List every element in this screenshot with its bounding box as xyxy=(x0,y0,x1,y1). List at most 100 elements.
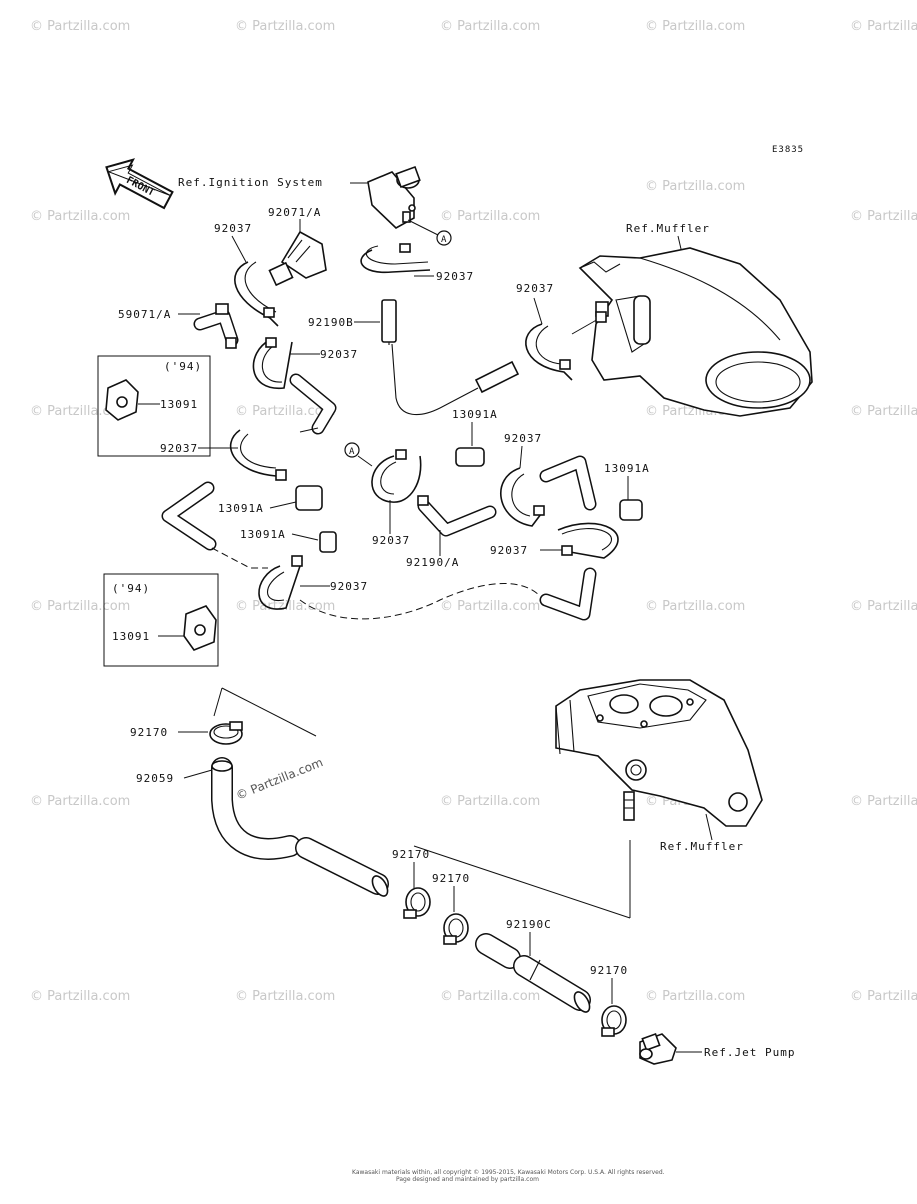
clip-icon xyxy=(319,531,337,553)
part-label-13091: 13091 xyxy=(160,398,198,411)
variant-box-94 xyxy=(103,573,219,667)
band-clamp-icon xyxy=(500,467,545,527)
watermark: © Partzilla.com xyxy=(235,989,335,1004)
part-label-92037: 92037 xyxy=(436,270,474,283)
clip-icon xyxy=(105,379,139,421)
watermark: © Partzilla.com xyxy=(235,19,335,34)
part-label-92190c: 92190C xyxy=(506,918,552,931)
hose-icon xyxy=(381,299,397,345)
part-label-92071a: 92071/A xyxy=(268,206,321,219)
watermark: © Partzilla.com xyxy=(440,19,540,34)
clip-icon xyxy=(295,485,323,511)
part-label-59071a: 59071/A xyxy=(118,308,171,321)
watermark-layer: © Partzilla.com © Partzilla.com © Partzi… xyxy=(30,19,917,1004)
watermark: © Partzilla.com xyxy=(850,19,917,34)
copyright-footer-2: Page designed and maintained by partzill… xyxy=(396,1176,539,1183)
band-clamp-icon xyxy=(525,323,573,381)
band-clamp-icon xyxy=(229,429,287,481)
watermark: © Partzilla.com xyxy=(235,404,335,419)
callout-a-letter: A xyxy=(349,447,355,457)
watermark-dark: © Partzilla.com xyxy=(234,755,325,803)
hose-clamp-icon xyxy=(443,913,469,945)
part-label-92190a: 92190/A xyxy=(406,556,459,569)
part-label-92037: 92037 xyxy=(490,544,528,557)
callout-a-letter: A xyxy=(441,235,447,245)
watermark: © Partzilla.com xyxy=(440,989,540,1004)
watermark: © Partzilla.com xyxy=(30,599,130,614)
hose-icon xyxy=(211,757,389,897)
part-label-13091a: 13091A xyxy=(218,502,264,515)
watermark: © Partzilla.com xyxy=(645,599,745,614)
muffler-top-icon xyxy=(578,247,813,417)
part-label-92037: 92037 xyxy=(160,442,198,455)
ref-ignition-label: Ref.Ignition System xyxy=(178,176,323,189)
part-label-92190b: 92190B xyxy=(308,316,354,329)
copyright-footer: Kawasaki materials within, all copyright… xyxy=(352,1169,665,1176)
part-label-92037: 92037 xyxy=(320,348,358,361)
jet-pump-fitting-icon xyxy=(639,1032,677,1065)
band-clamp-icon xyxy=(360,243,431,274)
part-label-92037: 92037 xyxy=(372,534,410,547)
hose-clamp-icon xyxy=(403,887,431,919)
hose-icon xyxy=(539,455,597,511)
watermark: © Partzilla.com xyxy=(440,599,540,614)
hose-clamp-icon xyxy=(601,1005,627,1037)
watermark: © Partzilla.com xyxy=(30,989,130,1004)
part-label-92170: 92170 xyxy=(130,726,168,739)
watermark: © Partzilla.com xyxy=(645,179,745,194)
part-label-92170: 92170 xyxy=(590,964,628,977)
part-label-13091: 13091 xyxy=(112,630,150,643)
hose-icon xyxy=(417,495,497,537)
band-clamp-icon xyxy=(258,555,303,610)
part-label-13091a: 13091A xyxy=(452,408,498,421)
part-label-13091a: 13091A xyxy=(604,462,650,475)
clip-icon xyxy=(183,605,217,651)
band-clamp-icon xyxy=(234,261,279,327)
watermark: © Partzilla.com xyxy=(645,989,745,1004)
band-clamp-icon xyxy=(252,337,293,389)
hose-icon xyxy=(539,567,597,621)
watermark: © Partzilla.com xyxy=(440,209,540,224)
ref-jet-pump-label: Ref.Jet Pump xyxy=(704,1046,795,1059)
muffler-bottom-icon xyxy=(555,679,763,827)
watermark: © Partzilla.com xyxy=(30,794,130,809)
part-label-92037: 92037 xyxy=(214,222,252,235)
hose-icon xyxy=(161,481,217,551)
variant-box-94 xyxy=(97,355,211,457)
part-label-92037: 92037 xyxy=(516,282,554,295)
watermark: © Partzilla.com xyxy=(440,794,540,809)
diagram-code: E3835 xyxy=(772,145,804,155)
watermark: © Partzilla.com xyxy=(850,794,917,809)
part-label-13091a: 13091A xyxy=(240,528,286,541)
callout-a-circle xyxy=(436,230,452,246)
watermark: © Partzilla.com xyxy=(850,209,917,224)
watermark: © Partzilla.com xyxy=(850,989,917,1004)
watermark: © Partzilla.com xyxy=(850,599,917,614)
part-label-92170: 92170 xyxy=(392,848,430,861)
ref-muffler-top-label: Ref.Muffler xyxy=(626,222,710,235)
year-note: ('94) xyxy=(112,582,150,595)
watermark: © Partzilla.com xyxy=(30,209,130,224)
ref-muffler-bottom-label: Ref.Muffler xyxy=(660,840,744,853)
hose-clamp-icon xyxy=(209,721,243,745)
year-note: ('94) xyxy=(164,360,202,373)
clip-icon xyxy=(455,447,485,467)
watermark: © Partzilla.com xyxy=(30,404,130,419)
band-clamp-icon xyxy=(557,522,619,559)
watermark: © Partzilla.com xyxy=(850,404,917,419)
part-label-92059: 92059 xyxy=(136,772,174,785)
watermark: © Partzilla.com xyxy=(235,599,335,614)
ignition-fitting-icon xyxy=(367,165,421,229)
hose-icon xyxy=(289,373,337,435)
watermark: © Partzilla.com xyxy=(645,19,745,34)
nozzle-fitting-icon xyxy=(268,230,327,287)
clip-icon xyxy=(619,499,643,521)
watermark: © Partzilla.com xyxy=(30,19,130,34)
elbow-fitting-icon xyxy=(193,303,239,349)
hose-icon xyxy=(474,360,520,394)
part-label-92037: 92037 xyxy=(330,580,368,593)
part-label-92037: 92037 xyxy=(504,432,542,445)
front-arrow-icon: FRONT xyxy=(105,158,174,210)
